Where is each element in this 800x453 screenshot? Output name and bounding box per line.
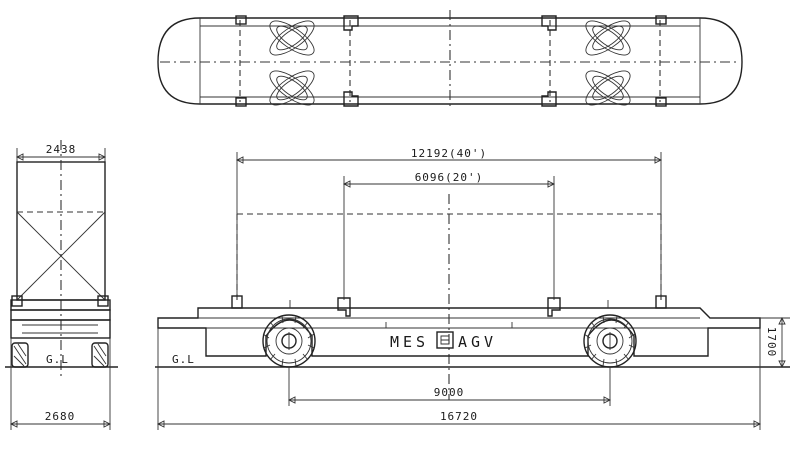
- side-ground-label: G.L: [172, 353, 195, 366]
- end-ground-label: G.L: [46, 353, 69, 366]
- container-40ft-dimension: 12192(40'): [411, 147, 487, 160]
- vehicle-logo: [436, 331, 454, 349]
- wheelbase-dimension: 9000: [434, 386, 465, 399]
- side-wheel-left: [262, 314, 316, 368]
- end-base-dimension: 2680: [45, 410, 76, 423]
- side-view: 12192(40') 6096(20'): [155, 147, 790, 430]
- overall-length-dimension: 16720: [440, 410, 478, 423]
- end-view: 2438 G.L 2680: [5, 140, 118, 430]
- wheel-assembly-top-right-upper: [585, 20, 631, 56]
- top-view: [157, 10, 743, 110]
- height-dimension: 1700: [765, 327, 778, 358]
- vehicle-name-right: AGV: [458, 333, 497, 351]
- wheel-assembly-top-left-lower: [269, 70, 315, 106]
- wheel-assembly-top-right-lower: [585, 70, 631, 106]
- wheel-assembly-top-left-upper: [269, 20, 315, 56]
- side-wheel-right: [583, 314, 637, 368]
- container-20ft-dimension: 6096(20'): [415, 171, 484, 184]
- vehicle-name-left: MES: [390, 333, 429, 351]
